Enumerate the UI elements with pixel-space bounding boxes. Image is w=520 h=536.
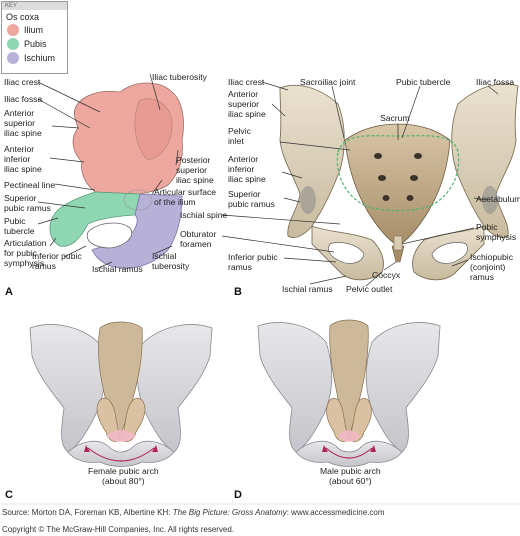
label-ischiopubic-ramus: Ischiopubic (conjoint) ramus [470, 252, 513, 282]
male-left-wing [257, 322, 333, 453]
female-pubic-ring [67, 440, 175, 467]
male-arrow-head-left [322, 445, 328, 452]
label-pubic-tubercle-a: Pubic tubercle [4, 216, 35, 236]
male-right-wing [365, 322, 441, 453]
key-header: KEY [2, 2, 67, 10]
label-acetabulum: Acetabulum [476, 194, 520, 204]
panel-a-leaders [37, 73, 179, 269]
female-left-wing [29, 324, 106, 453]
sacral-foramina [374, 153, 422, 201]
male-arch-marker [338, 430, 360, 442]
female-arch-arrow [87, 447, 155, 462]
label-obturator-foramen: Obturator foramen [180, 229, 217, 249]
source-citation: Source: Morton DA, Foreman KB, Albertine… [2, 508, 385, 517]
key-item-ilium: Ilium [2, 23, 67, 37]
source-title: The Big Picture: Gross Anatomy [172, 508, 287, 517]
label-iliac-fossa-a: Iliac fossa [4, 94, 43, 104]
male-thumbs [326, 397, 372, 442]
label-pelvic-inlet: Pelvic inlet [228, 126, 251, 146]
label-inferior-pubic-ramus-a: Inferior pubic ramus [32, 251, 82, 271]
key-item-label: Ischium [24, 53, 56, 63]
left-obturator-foramen [328, 242, 365, 264]
male-pubic-ring [295, 440, 403, 467]
source-prefix: Source: Morton DA, Foreman KB, Albertine… [2, 508, 173, 517]
pelvis-anterior-view [279, 83, 519, 281]
right-obturator-foramen [431, 242, 468, 264]
label-psis: Posterior superior iliac spine [176, 155, 214, 185]
left-acetabulum [300, 186, 316, 214]
label-pubic-symphysis: Pubic symphysis [476, 222, 517, 242]
label-iliac-fossa-b: Iliac fossa [476, 77, 515, 87]
label-aiis-a: Anterior inferior iliac spine [4, 144, 42, 174]
female-arrow-head-left [84, 445, 90, 452]
pubic-symphysis-shape [393, 235, 403, 251]
key-legend: KEY Os coxa Ilium Pubis Ischium [1, 1, 68, 74]
female-thumbs [96, 397, 146, 442]
label-articular-surface: Articular surface of the ilium [154, 187, 217, 207]
male-pelvis-view [257, 319, 441, 467]
label-ischial-ramus-a: Ischial ramus [92, 264, 143, 274]
pelvic-inlet-outline [336, 135, 460, 212]
obturator-foramen-shape [86, 222, 133, 249]
label-ischial-ramus-b: Ischial ramus [282, 284, 333, 294]
label-pelvic-outlet: Pelvic outlet [346, 284, 393, 294]
female-arch-marker [106, 430, 136, 442]
label-pubic-tubercle-b: Pubic tubercle [396, 77, 451, 87]
label-sacrum: Sacrum [380, 113, 410, 123]
female-pelvis-view [29, 321, 213, 467]
label-articulation: Articulation for pubic symphysis [4, 238, 47, 268]
label-ischial-spine: Ischial spine [180, 210, 228, 220]
label-pectineal-line: Pectineal line [4, 180, 56, 190]
caption-male-arch: Male pubic arch (about 60°) [320, 466, 381, 486]
caption-female-arch: Female pubic arch (about 80°) [88, 466, 159, 486]
key-item-ischium: Ischium [2, 51, 67, 65]
ischium-swatch [7, 52, 19, 64]
label-aiis-b: Anterior inferior iliac spine [228, 154, 266, 184]
key-item-label: Pubis [24, 39, 47, 49]
key-title: Os coxa [6, 12, 40, 22]
female-right-wing [136, 324, 213, 453]
panel-letter-c: C [5, 489, 13, 501]
male-arch-arrow [325, 447, 373, 459]
right-acetabulum [482, 186, 498, 214]
label-inferior-pubic-ramus-b: Inferior pubic ramus [228, 252, 278, 272]
left-iliac-wing [279, 85, 345, 238]
iliac-tuberosity-shape [134, 98, 173, 161]
female-arrow-head-right [152, 445, 158, 452]
label-asis-a: Anterior superior iliac spine [4, 108, 42, 138]
panel-letter-b: B [234, 286, 242, 298]
label-iliac-crest-a: Iliac crest [4, 77, 41, 87]
label-ischial-tuberosity: Ischial tuberosity [152, 251, 190, 271]
label-superior-pubic-ramus-b: Superior pubic ramus [228, 189, 275, 209]
label-coccyx: Coccyx [372, 270, 401, 280]
acetabulum-shape [123, 189, 153, 211]
label-sacroiliac-joint: Sacroiliac joint [300, 77, 356, 87]
pubis-region [49, 191, 141, 247]
label-iliac-crest-b: Iliac crest [228, 77, 265, 87]
ilium-swatch [7, 24, 19, 36]
panel-letter-d: D [234, 489, 242, 501]
label-iliac-tuberosity: Iliac tuberosity [152, 72, 207, 82]
panel-b-leaders [221, 81, 499, 287]
male-arrow-head-right [370, 445, 376, 452]
copyright: Copyright © The McGraw-Hill Companies, I… [2, 525, 235, 534]
right-iliac-wing [451, 83, 519, 238]
panel-letter-a: A [5, 286, 13, 298]
label-asis-b: Anterior superior iliac spine [228, 89, 266, 119]
key-item-label: Ilium [24, 25, 44, 35]
source-suffix: : www.accessmedicine.com [286, 508, 385, 517]
pubis-swatch [7, 38, 19, 50]
label-superior-pubic-ramus-a: Superior pubic ramus [4, 193, 51, 213]
sacrum-shape [344, 123, 451, 247]
os-coxa-lateral-view [49, 82, 184, 269]
key-item-pubis: Pubis [2, 37, 67, 51]
